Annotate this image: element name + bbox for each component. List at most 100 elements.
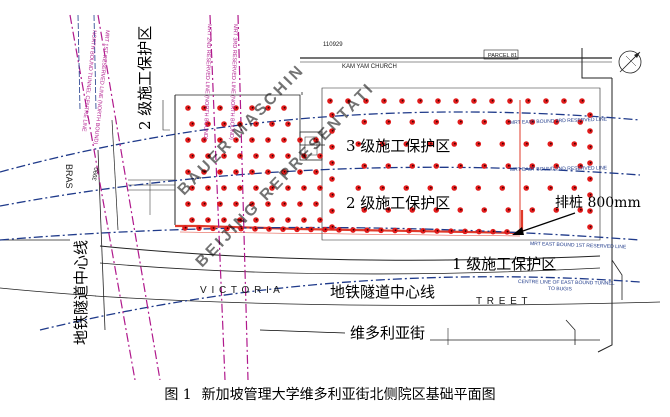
pile-marker-core <box>381 186 384 189</box>
tunnel-centerline-vertical-label: 地铁隧道中心线 <box>72 240 90 345</box>
pile-marker-core <box>240 227 243 230</box>
pile-marker-core <box>203 138 206 141</box>
pile-marker-core <box>191 218 194 221</box>
pile-marker-core <box>235 170 238 173</box>
pile-marker-core <box>459 120 462 123</box>
pile-marker-core <box>363 164 366 167</box>
lot-number-label: 110929 <box>323 42 343 48</box>
pile-marker-core <box>287 218 290 221</box>
pile-marker-core <box>411 164 414 167</box>
pile-marker-core <box>223 122 226 125</box>
pile-marker-core <box>437 99 440 102</box>
pile-marker-core <box>198 226 201 229</box>
pile-marker-core <box>589 161 592 164</box>
pile-marker-core <box>331 129 334 132</box>
pile-marker-core <box>450 229 453 232</box>
pile-marker-core <box>271 186 274 189</box>
pile-marker-core <box>329 99 332 102</box>
pile-marker-core <box>387 164 390 167</box>
pile-marker-core <box>255 122 258 125</box>
pile-marker-core <box>549 186 552 189</box>
pile-marker-core <box>380 229 383 231</box>
mrt-2nd-reserved-label: MRT EAST BOUND 2ND RESERVED LINE <box>510 165 608 173</box>
pile-marker-core <box>527 99 530 102</box>
pile-marker-core <box>331 193 334 196</box>
pile-marker-core <box>555 208 558 211</box>
pile-markers <box>182 98 593 235</box>
pile-marker-core <box>563 99 566 102</box>
pile-marker-core <box>483 120 486 123</box>
pile-marker-core <box>283 202 286 205</box>
pile-marker-core <box>191 122 194 125</box>
pile-marker-core <box>453 142 456 145</box>
pile-marker-core <box>525 186 528 189</box>
nb-3rd-reserved-label: MRT 3RD RESERVED LINE (NORTH BOUND) <box>228 24 238 140</box>
pile-marker-core <box>453 186 456 189</box>
pile-marker-core <box>223 154 226 157</box>
pile-marker-core <box>408 229 411 232</box>
pile-marker-core <box>387 208 390 211</box>
pile-marker-core <box>331 145 334 148</box>
nb-2nd-reserved-label: MRT 2ND RESERVED LINE (NORTH BOUND) <box>202 24 212 140</box>
pile-marker-core <box>483 164 486 167</box>
pile-marker-core <box>203 202 206 205</box>
zone-2-vertical-label: 2 级施工保护区 <box>136 26 154 130</box>
pile-marker-core <box>492 230 495 233</box>
pile-marker-core <box>525 142 528 145</box>
pile-marker-core <box>411 120 414 123</box>
pile-marker-core <box>315 202 318 205</box>
bras-label: BRAS <box>64 164 74 189</box>
street-name-en-left: V I C T O R I A <box>200 285 281 296</box>
pile-marker-core <box>203 170 206 173</box>
to-bugis-label: TO BUGIS <box>548 286 573 292</box>
pile-marker-core <box>501 186 504 189</box>
pile-marker-core <box>287 154 290 157</box>
pile-marker-core <box>299 202 302 205</box>
pile-marker-core <box>239 186 242 189</box>
mrt-1st-reserved-label: MRT EAST BOUND 1ST RESERVED LINE <box>530 241 627 250</box>
pile-marker-core <box>477 186 480 189</box>
parcel-label: PARCEL 81 <box>488 53 517 59</box>
pile-marker-core <box>589 177 592 180</box>
site-linework <box>0 48 661 353</box>
pile-marker-core <box>331 161 334 164</box>
zone-3-label: 3 级施工保护区 <box>346 137 450 155</box>
pile-marker-core <box>383 99 386 102</box>
pile-marker-core <box>363 208 366 211</box>
pile-marker-core <box>239 122 242 125</box>
pile-marker-core <box>207 218 210 221</box>
pile-marker-core <box>589 113 592 116</box>
pile-marker-core <box>255 154 258 157</box>
pile-marker-core <box>287 186 290 189</box>
street-name-en-right: T R E E T <box>476 296 529 307</box>
pile-marker-core <box>239 154 242 157</box>
pile-marker-core <box>268 227 271 230</box>
pile-marker-core <box>283 138 286 141</box>
pile-marker-core <box>319 186 322 189</box>
pile-marker-core <box>219 138 222 141</box>
figure-number: 图 1 <box>164 387 192 403</box>
street-label-leader <box>259 329 346 334</box>
pile-marker-core <box>478 230 481 233</box>
pile-marker-core <box>459 208 462 211</box>
pile-marker-core <box>555 164 558 167</box>
pile-marker-core <box>338 228 341 231</box>
pile-marker-core <box>251 170 254 173</box>
pile-marker-core <box>579 208 582 211</box>
pile-marker-core <box>239 218 242 221</box>
pile-marker-core <box>435 164 438 167</box>
pile-marker-core <box>506 230 509 233</box>
pile-marker-core <box>573 142 576 145</box>
dimension-label: 3990 <box>92 167 100 182</box>
pile-marker-core <box>422 229 425 232</box>
pile-marker-core <box>555 120 558 123</box>
pile-marker-core <box>267 138 270 141</box>
pile-marker-core <box>219 202 222 205</box>
pile-marker-core <box>187 202 190 205</box>
pile-marker-core <box>405 142 408 145</box>
foundation-plan-drawing: BAUER MASCHIN BEIJING REPRESENTATI 11092… <box>0 14 661 380</box>
pile-marker-core <box>251 106 254 109</box>
pile-marker-core <box>207 122 210 125</box>
pile-marker-core <box>531 164 534 167</box>
pile-marker-core <box>315 170 318 173</box>
